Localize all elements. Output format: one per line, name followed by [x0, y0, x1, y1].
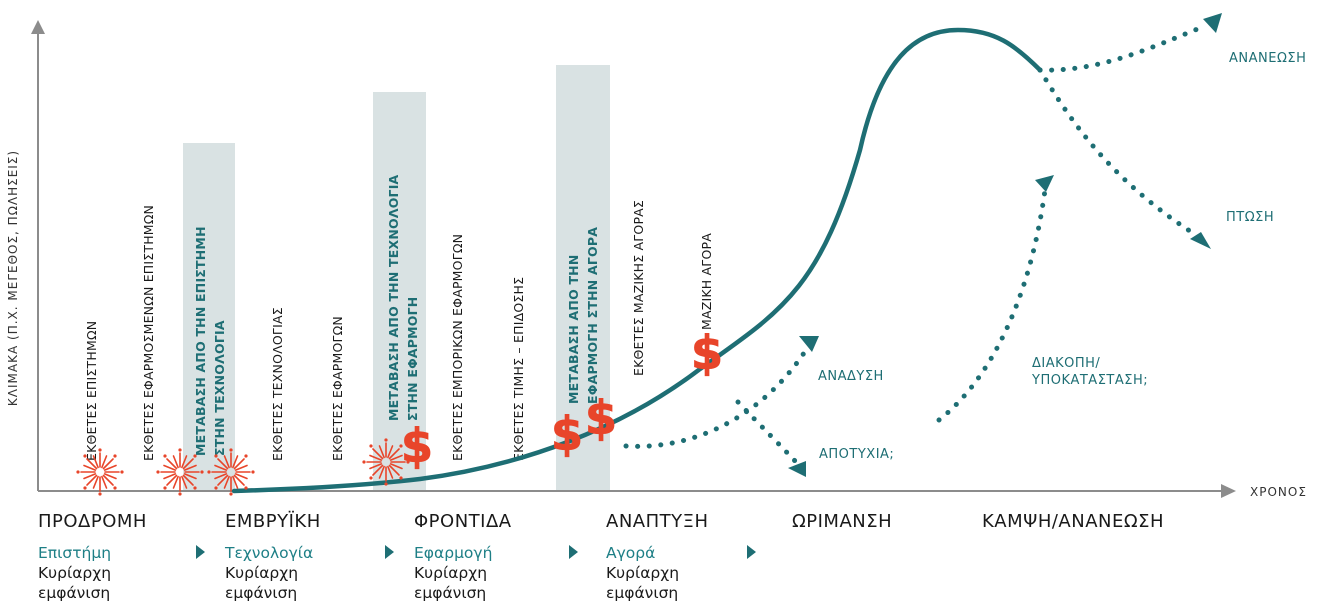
transition-label-3b: ΕΦΑΡΜΟΓΗ ΣΤΗΝ ΑΓΟΡΑ [585, 227, 600, 404]
dollar-icon: $ [585, 391, 617, 445]
outcome-disruption-line1: ΔΙΑΚΟΠΗ/ [1032, 356, 1100, 371]
failure-path [735, 399, 799, 465]
appearance-text: εμφάνιση [414, 584, 487, 602]
renewal-path [1037, 23, 1208, 73]
label-technology-exponents: ΕΚΘΕΤΕΣ ΤΕΧΝΟΛΟΓΙΑΣ [270, 307, 285, 461]
transition-band-technology-application [373, 92, 426, 491]
label-applied-science-exponents: ΕΚΘΕΤΕΣ ΕΦΑΡΜΟΣΜΕΝΩΝ ΕΠΙΣΤΗΜΩΝ [141, 205, 156, 461]
transition-label-1b: ΣΤΗΝ ΤΕΧΝΟΛΟΓΙΑ [212, 320, 227, 456]
label-commercial-application-exponents: ΕΚΘΕΤΕΣ ΕΜΠΟΡΙΚΩΝ ΕΦΑΡΜΟΓΩΝ [450, 234, 465, 461]
transition-band-science-technology [183, 143, 235, 491]
disruption-path [936, 187, 1048, 423]
dominant-field: Αγορά [606, 544, 656, 562]
phase-detail-market: Αγορά Κυρίαρχη εμφάνιση [606, 543, 679, 603]
transition-band-application-market [556, 65, 610, 491]
dollar-icon: $ [551, 407, 583, 461]
dominant-field: Εφαρμογή [414, 544, 493, 562]
dollar-icon: $ [401, 419, 433, 473]
outcome-renewal: ΑΝΑΝΕΩΣΗ [1229, 51, 1306, 66]
label-science-exponents: ΕΚΘΕΤΕΣ ΕΠΙΣΤΗΜΩΝ [84, 321, 99, 461]
appearance-text: εμφάνιση [606, 584, 679, 602]
y-axis [31, 20, 45, 491]
outcome-emergence: ΑΝΑΔΥΣΗ [818, 369, 884, 384]
dominant-text: Κυρίαρχη [606, 564, 680, 582]
phase-embryonic: ΕΜΒΡΥΪΚΗ [225, 511, 321, 532]
label-price-performance-exponents: ΕΚΘΕΤΕΣ ΤΙΜΗΣ – ΕΠΙΔΟΣΗΣ [511, 277, 526, 461]
play-triangle-icon [385, 545, 394, 559]
phase-frontier: ΦΡΟΝΤΙΔΑ [414, 511, 512, 532]
phase-detail-science: Επιστήμη Κυρίαρχη εμφάνιση [38, 543, 111, 603]
phase-maturity: ΩΡΙΜΑΝΣΗ [792, 511, 893, 532]
y-axis-label: ΚΛΙΜΑΚΑ (Π.Χ. ΜΕΓΕΘΟΣ, ΠΩΛΗΣΕΙΣ) [6, 150, 20, 406]
dominant-field: Τεχνολογία [225, 544, 314, 562]
transition-label-1a: ΜΕΤΑΒΑΣΗ ΑΠΟ ΤΗΝ ΕΠΙΣΤΗΜΗ [193, 226, 208, 456]
x-axis-label: ΧΡΟΝΟΣ [1250, 485, 1307, 499]
dominant-field: Επιστήμη [38, 544, 112, 562]
dominant-text: Κυρίαρχη [414, 564, 488, 582]
renewal-arrowhead [1203, 13, 1222, 33]
transition-label-2a: ΜΕΤΑΒΑΣΗ ΑΠΟ ΤΗΝ ΤΕΧΝΟΛΟΓΙΑ [386, 174, 401, 421]
phase-growth: ΑΝΑΠΤΥΞΗ [606, 511, 709, 532]
emergence-path [623, 347, 809, 449]
decline-arrowhead [1190, 232, 1211, 249]
label-application-exponents: ΕΚΘΕΤΕΣ ΕΦΑΡΜΟΓΩΝ [330, 316, 345, 461]
appearance-text: εμφάνιση [38, 584, 111, 602]
emergence-arrowhead [799, 336, 819, 352]
lifecycle-curve [231, 27, 1043, 494]
play-triangle-icon [196, 545, 205, 559]
phase-detail-application: Εφαρμογή Κυρίαρχη εμφάνιση [414, 543, 492, 603]
phase-precursor: ΠΡΟΔΡΟΜΗ [38, 511, 147, 532]
phase-detail-technology: Τεχνολογία Κυρίαρχη εμφάνιση [225, 543, 313, 603]
appearance-text: εμφάνιση [225, 584, 298, 602]
dominant-text: Κυρίαρχη [38, 564, 112, 582]
label-mass-market: ΜΑΖΙΚΗ ΑΓΟΡΑ [699, 233, 714, 330]
outcome-decline: ΠΤΩΣΗ [1226, 210, 1274, 225]
disruption-arrowhead [1035, 175, 1054, 192]
dollar-icon: $ [691, 326, 723, 380]
phase-decline-renewal: ΚΑΜΨΗ/ΑΝΑΝΕΩΣΗ [982, 511, 1165, 532]
transition-label-2b: ΣΤΗΝ ΕΦΑΡΜΟΓΗ [405, 297, 420, 421]
play-triangle-icon [569, 545, 578, 559]
outcome-disruption-line2: ΥΠΟΚΑΤΑΣΤΑΣΗ; [1031, 373, 1148, 388]
play-triangle-icon [747, 545, 756, 559]
transition-label-3a: ΜΕΤΑΒΑΣΗ ΑΠΟ ΤΗΝ [566, 255, 581, 405]
decline-path [1037, 67, 1199, 238]
outcome-failure: ΑΠΟΤΥΧΙΑ; [819, 447, 894, 462]
label-mass-market-exponents: ΕΚΘΕΤΕΣ ΜΑΖΙΚΗΣ ΑΓΟΡΑΣ [631, 200, 646, 376]
failure-arrowhead [788, 461, 806, 477]
dominant-text: Κυρίαρχη [225, 564, 299, 582]
